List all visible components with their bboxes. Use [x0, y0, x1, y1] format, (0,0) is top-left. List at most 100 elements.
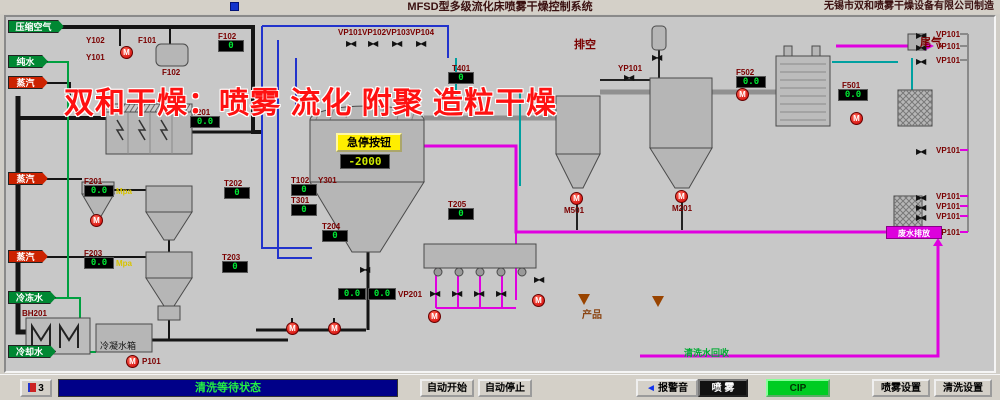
valve-icon[interactable]: ▶◀: [916, 57, 926, 66]
tag-label: VP104: [410, 28, 435, 37]
valve-icon[interactable]: ▶◀: [416, 39, 426, 48]
pump-icon[interactable]: M: [428, 310, 441, 323]
tag-label: YP101: [618, 64, 643, 73]
pump-icon[interactable]: M: [850, 112, 863, 125]
value-display: 0: [291, 184, 317, 196]
tag-label: VP201: [398, 290, 423, 299]
tag-label: VP101: [338, 28, 363, 37]
value-display: 0.0: [736, 76, 766, 88]
tag-label: F502: [736, 68, 755, 77]
value-display: 0: [291, 204, 317, 216]
valve-icon[interactable]: ▶◀: [474, 289, 484, 298]
speaker-icon: ◄: [646, 382, 656, 394]
watermark-text: 双和干燥：喷雾 流化 附聚 造粒干燥: [64, 87, 558, 120]
value-display: 0.0: [338, 288, 366, 300]
tag-label: M501: [564, 206, 585, 215]
text-label: 排空: [574, 39, 596, 51]
pump-icon[interactable]: M: [675, 190, 688, 203]
text-label: 尾气: [920, 37, 942, 49]
tag-label: Y102: [86, 36, 105, 45]
text-label: 冷凝水箱: [100, 341, 137, 351]
valve-icon[interactable]: ▶◀: [360, 265, 370, 274]
tag-label: T401: [452, 64, 471, 73]
tag-label: F102: [162, 68, 181, 77]
tag-label: M201: [672, 204, 693, 213]
valve-icon[interactable]: ▶◀: [392, 39, 402, 48]
tag-label: Y101: [86, 53, 105, 62]
valve-icon[interactable]: ▶◀: [916, 193, 926, 202]
status-text: 清洗等待状态: [195, 382, 261, 394]
valve-icon[interactable]: ▶◀: [916, 213, 926, 222]
valve-icon[interactable]: ▶◀: [916, 203, 926, 212]
tag-label: VP101: [936, 212, 961, 221]
page-number: 3: [38, 382, 44, 394]
pump-icon[interactable]: M: [286, 322, 299, 335]
text-label: 废水排放: [886, 226, 942, 239]
title-bar: MFSD型多级流化床喷雾干燥控制系统 无锡市双和喷雾干燥设备有限公司制造: [0, 0, 1000, 14]
tag-label: VP101: [936, 30, 961, 39]
auto-start-button[interactable]: 自动开始: [420, 379, 474, 397]
pump-icon[interactable]: M: [328, 322, 341, 335]
tag-label: T205: [448, 200, 467, 209]
valve-icon[interactable]: ▶◀: [534, 275, 544, 284]
tag-label: P101: [142, 357, 161, 366]
value-display: 0: [222, 261, 248, 273]
pump-icon[interactable]: M: [532, 294, 545, 307]
tag-label: T202: [224, 179, 243, 188]
chamber-pressure-display: -2000: [340, 154, 390, 169]
valve-icon[interactable]: ▶◀: [624, 73, 634, 82]
spray-settings-button[interactable]: 喷雾设置: [872, 379, 930, 397]
tag-label: VP101: [936, 146, 961, 155]
source-label: 冷冻水: [8, 291, 56, 304]
auto-stop-button[interactable]: 自动停止: [478, 379, 532, 397]
value-display: 0.0: [84, 257, 114, 269]
value-display: 0.0: [190, 116, 220, 128]
tag-label: F501: [842, 81, 861, 90]
pump-icon[interactable]: M: [126, 355, 139, 368]
mute-alarm-label: 报警音: [657, 382, 688, 394]
source-label: 纯水: [8, 55, 48, 68]
tag-label: T203: [222, 253, 241, 262]
valve-icon[interactable]: ▶◀: [496, 289, 506, 298]
value-display: 0: [224, 187, 250, 199]
spray-button[interactable]: 喷 雾: [698, 379, 748, 397]
cip-button[interactable]: CIP: [766, 379, 830, 397]
pump-icon[interactable]: M: [120, 46, 133, 59]
tag-label: T201: [192, 108, 211, 117]
valve-icon[interactable]: ▶◀: [652, 53, 662, 62]
page-button[interactable]: 3: [20, 379, 52, 397]
clean-settings-button[interactable]: 清洗设置: [934, 379, 992, 397]
tag-label: BH201: [22, 309, 47, 318]
valve-icon[interactable]: ▶◀: [452, 289, 462, 298]
source-label: 蒸汽: [8, 172, 48, 185]
unit-label: Mpa: [116, 187, 132, 196]
tag-label: F101: [138, 36, 157, 45]
pump-icon[interactable]: M: [736, 88, 749, 101]
text-label: 清洗水回收: [684, 348, 730, 358]
pump-icon[interactable]: M: [90, 214, 103, 227]
valve-icon[interactable]: ▶◀: [916, 43, 926, 52]
tag-label: T204: [322, 222, 341, 231]
tag-label: F203: [84, 249, 103, 258]
source-label: 压缩空气: [8, 20, 64, 33]
valve-icon[interactable]: ▶◀: [346, 39, 356, 48]
tag-label: VP101: [936, 202, 961, 211]
tag-label: VP101: [936, 56, 961, 65]
page-icon: [28, 382, 37, 392]
valve-icon[interactable]: ▶◀: [916, 147, 926, 156]
valve-icon[interactable]: ▶◀: [916, 31, 926, 40]
pump-icon[interactable]: M: [570, 192, 583, 205]
valve-icon[interactable]: ▶◀: [368, 39, 378, 48]
status-display: 清洗等待状态: [58, 379, 398, 397]
value-display: 0.0: [838, 89, 868, 101]
mute-alarm-button[interactable]: ◄报警音: [636, 379, 698, 397]
tag-label: Y301: [318, 176, 337, 185]
value-display: 0: [448, 72, 474, 84]
app-icon: [230, 2, 239, 11]
emergency-stop-button[interactable]: 急停按钮: [336, 133, 402, 152]
unit-label: Mpa: [116, 259, 132, 268]
text-label: 产品: [582, 310, 602, 321]
valve-icon[interactable]: ▶◀: [430, 289, 440, 298]
value-display: 0.0: [368, 288, 396, 300]
